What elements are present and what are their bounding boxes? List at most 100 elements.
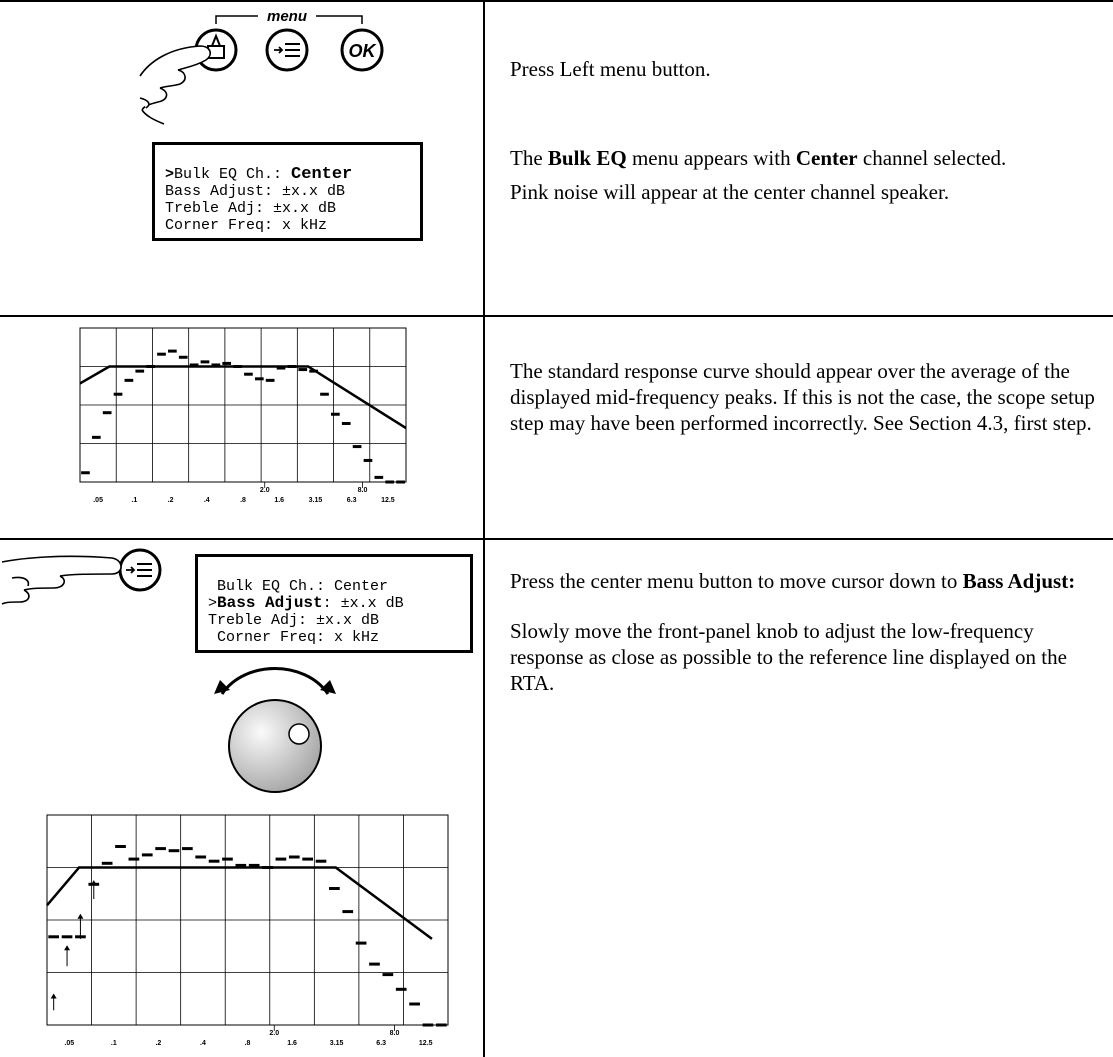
- center-menu-button-icon[interactable]: [267, 30, 307, 70]
- rta-tick-label: .2: [168, 497, 174, 504]
- lcd-display-bass-adjust: Bulk EQ Ch.: Center>Bass Adjust: ±x.x dB…: [195, 554, 473, 653]
- front-panel-menu-buttons: menu OK: [140, 6, 410, 136]
- bulk-eq-paragraph: The Bulk EQ menu appears with Center cha…: [510, 145, 1100, 171]
- rta-reference-curve: [47, 868, 432, 939]
- rta-band-level: [396, 988, 407, 991]
- rta-band-level: [316, 860, 327, 863]
- rta-band-level: [135, 370, 144, 373]
- rta-small-tick-label: 8.0: [390, 1030, 400, 1037]
- rta-band-level: [168, 350, 177, 353]
- table-top-border: [0, 0, 1113, 2]
- rta-tick-label: .2: [155, 1040, 161, 1047]
- rta-band-level: [142, 853, 153, 856]
- table-row-divider-1: [0, 315, 1113, 317]
- rta-band-level: [169, 849, 180, 852]
- rta-band-level: [244, 373, 253, 376]
- center-button-paragraph: Press the center menu button to move cur…: [510, 568, 1100, 594]
- rta-band-level: [209, 860, 220, 863]
- lcd-channel-value: Center: [291, 165, 352, 184]
- rta-band-level: [195, 856, 206, 859]
- rta-tick-label: 12.5: [381, 497, 395, 504]
- rta-band-level: [276, 858, 287, 861]
- lcd-row-bass: Bass Adjust: ±x.x dB: [165, 183, 410, 200]
- rta-band-level: [157, 353, 166, 356]
- rta-band-level: [342, 910, 353, 913]
- section1-description: The Bulk EQ menu appears with Center cha…: [510, 145, 1100, 205]
- rta-band-level: [302, 858, 313, 861]
- hand-pointer-icon: [140, 46, 210, 124]
- rta-band-level: [129, 858, 140, 861]
- rta-band-level: [342, 422, 351, 425]
- rta-small-tick-label: 2.0: [269, 1030, 279, 1037]
- rta-tick-label: .4: [200, 1040, 206, 1047]
- rta-band-level: [298, 368, 307, 371]
- rta-band-level: [179, 356, 188, 359]
- rta-band-level: [329, 887, 340, 890]
- rta-band-level: [201, 360, 210, 363]
- rta-band-level: [409, 1003, 420, 1006]
- rta-band-level: [222, 362, 231, 365]
- rta-small-tick-label: 2.0: [260, 487, 270, 494]
- center-menu-button-icon[interactable]: [120, 550, 160, 590]
- rta-tick-label: 6.3: [347, 497, 357, 504]
- rta-band-level: [235, 864, 246, 867]
- rta-band-level: [320, 393, 329, 396]
- lcd-row-channel: >Bulk EQ Ch.: Center: [165, 166, 410, 183]
- rta-band-level: [92, 436, 101, 439]
- rta-tick-label: 3.15: [309, 497, 323, 504]
- rta-band-level: [353, 445, 362, 448]
- rta-tick-label: .8: [240, 497, 246, 504]
- ok-button-icon[interactable]: OK: [342, 30, 382, 70]
- lcd-row-bass-selected: >Bass Adjust: ±x.x dB: [208, 595, 460, 612]
- rta-tick-label: .1: [111, 1040, 117, 1047]
- rta-band-level: [255, 377, 264, 380]
- knob-paragraph: Slowly move the front-panel knob to adju…: [510, 618, 1100, 696]
- section1-instruction: Press Left menu button.: [510, 56, 1100, 82]
- rta-adjust-arrow-head: [77, 914, 83, 919]
- rta-band-level: [423, 1024, 434, 1027]
- front-panel-knob: [200, 650, 350, 800]
- rta-band-level: [103, 411, 112, 414]
- hand-pointer-icon: [2, 556, 121, 604]
- rta-band-level: [266, 379, 275, 382]
- section3-description: Press the center menu button to move cur…: [510, 568, 1100, 696]
- rta-band-level: [364, 459, 373, 462]
- rta-band-level: [146, 365, 155, 368]
- lcd-row-treble: Treble Adj: ±x.x dB: [165, 200, 410, 217]
- lcd-row-corner: Corner Freq: x kHz: [208, 629, 460, 646]
- table-divider-vertical: [483, 0, 485, 1057]
- rta-tick-label: 6.3: [376, 1040, 386, 1047]
- table-row-divider-2: [0, 538, 1113, 540]
- rta-band-level: [356, 942, 367, 945]
- rta-band-level: [249, 864, 260, 867]
- rta-band-level: [182, 847, 193, 850]
- rotate-arrows-icon: [214, 669, 336, 695]
- rta-band-level: [233, 365, 242, 368]
- lcd-row-channel: Bulk EQ Ch.: Center: [208, 578, 460, 595]
- lcd-row-treble: Treble Adj: ±x.x dB: [208, 612, 460, 629]
- rta-band-level: [222, 858, 233, 861]
- section2-description: The standard response curve should appea…: [510, 358, 1100, 436]
- rta-adjust-arrow-head: [51, 994, 57, 999]
- lcd-cursor: >: [165, 166, 174, 183]
- rta-band-level: [262, 866, 273, 869]
- lcd-row-corner: Corner Freq: x kHz: [165, 217, 410, 234]
- rta-band-level: [289, 856, 300, 859]
- rta-tick-label: 1.6: [274, 497, 284, 504]
- pink-noise-paragraph: Pink noise will appear at the center cha…: [510, 179, 1100, 205]
- rta-band-level: [190, 363, 199, 366]
- rta-band-level: [81, 471, 90, 474]
- rta-band-level: [374, 476, 383, 479]
- rta-tick-label: 3.15: [330, 1040, 344, 1047]
- rta-tick-label: .1: [131, 497, 137, 504]
- menu-label: menu: [267, 8, 307, 25]
- rta-band-level: [436, 1024, 447, 1027]
- lcd-channel-label: Bulk EQ Ch.:: [174, 166, 291, 183]
- rta-band-level: [102, 862, 113, 865]
- rta-tick-label: .05: [93, 497, 103, 504]
- knob-icon[interactable]: [229, 700, 321, 792]
- rta-small-tick-label: 8.0: [358, 487, 368, 494]
